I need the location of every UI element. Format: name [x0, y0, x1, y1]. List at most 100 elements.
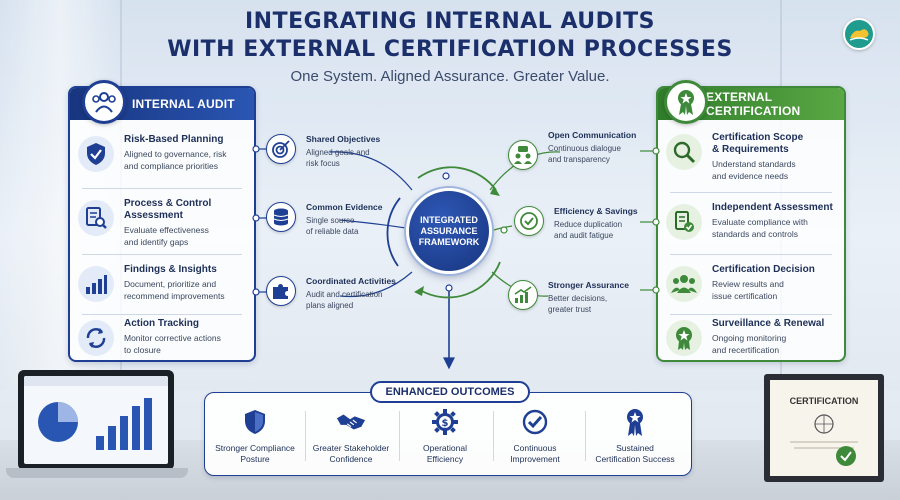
title-line-2: WITH EXTERNAL CERTIFICATION PROCESSES: [167, 37, 733, 62]
item-title: Certification Scope& Requirements: [712, 132, 804, 155]
magnifier-icon: [666, 134, 702, 170]
divider: [305, 411, 306, 461]
internal-audit-item: Risk-Based Planning Aligned to governanc…: [78, 130, 246, 186]
target-icon: [266, 134, 296, 164]
divider: [585, 411, 586, 461]
page-title: INTEGRATING INTERNAL AUDITS WITH EXTERNA…: [150, 8, 750, 64]
node-title: Coordinated Activities: [306, 276, 396, 286]
puzzle-icon: [266, 276, 296, 306]
item-title: Action Tracking: [124, 318, 200, 329]
external-certification-item: Certification Decision Review results an…: [666, 260, 836, 316]
coordinated-activities-node: Coordinated Activities Audit and certifi…: [266, 276, 396, 311]
item-title: Risk-Based Planning: [124, 134, 224, 145]
team-icon: [666, 266, 702, 302]
check-circle-icon: [520, 407, 550, 437]
certificate-seal-icon: [790, 414, 858, 466]
external-certification-item: Independent Assessment Evaluate complian…: [666, 198, 836, 254]
external-certification-item: Surveillance & Renewal Ongoing monitorin…: [666, 314, 836, 370]
svg-text:$: $: [442, 418, 449, 429]
item-title: Certification Decision: [712, 264, 815, 275]
external-certification-item: Certification Scope& Requirements Unders…: [666, 128, 836, 184]
hub-line-1: INTEGRATED: [420, 214, 478, 225]
enhanced-outcomes-heading: ENHANCED OUTCOMES: [370, 381, 530, 403]
node-title: Common Evidence: [306, 202, 383, 212]
certificate-frame: CERTIFICATION: [764, 374, 884, 482]
shield-icon: [240, 407, 270, 437]
check-circle-icon: [514, 206, 544, 236]
item-title: Independent Assessment: [712, 202, 833, 213]
award-icon: [666, 320, 702, 356]
award-ribbon-icon: [664, 80, 708, 124]
document-check-icon: [666, 204, 702, 240]
handshake-icon: [336, 407, 366, 437]
divider: [493, 411, 494, 461]
node-description: Better decisions,greater trust: [548, 294, 608, 314]
node-title: Open Communication: [548, 130, 637, 140]
integrated-assurance-hub: INTEGRATED ASSURANCE FRAMEWORK: [406, 188, 492, 274]
node-title: Efficiency & Savings: [554, 206, 638, 216]
divider: [670, 254, 832, 255]
divider: [670, 192, 832, 193]
item-title: Findings & Insights: [124, 264, 217, 275]
internal-audit-item: Action Tracking Monitor corrective actio…: [78, 314, 246, 370]
medal-icon: [620, 407, 650, 437]
divider: [82, 188, 242, 189]
divider: [670, 314, 832, 315]
refresh-icon: [78, 320, 114, 356]
item-title: Process & Control Assessment: [124, 198, 212, 221]
node-title: Shared Objectives: [306, 134, 381, 144]
internal-audit-item: Findings & Insights Document, prioritize…: [78, 260, 246, 316]
laptop-illustration: [18, 370, 174, 470]
bar-chart-icon: [78, 266, 114, 302]
divider: [82, 314, 242, 315]
shield-icon: [78, 136, 114, 172]
people-group-icon: [82, 80, 126, 124]
stronger-assurance-node: Stronger Assurance Better decisions,grea…: [508, 280, 629, 315]
database-icon: [266, 202, 296, 232]
hub-line-2: ASSURANCE: [420, 225, 478, 236]
title-line-1: INTEGRATING INTERNAL AUDITS: [245, 9, 655, 34]
internal-audit-item: Process & Control Assessment Evaluate ef…: [78, 194, 246, 250]
hub-line-3: FRAMEWORK: [418, 236, 480, 247]
growth-chart-icon: [508, 280, 538, 310]
page-subtitle: One System. Aligned Assurance. Greater V…: [290, 68, 610, 85]
item-title: Surveillance & Renewal: [712, 318, 825, 329]
node-title: Stronger Assurance: [548, 280, 629, 290]
gear-dollar-icon: $: [430, 407, 460, 437]
internal-audit-panel: INTERNAL AUDIT Risk-Based Planning Align…: [68, 80, 256, 362]
checklist-magnifier-icon: [78, 200, 114, 236]
chat-people-icon: [508, 140, 538, 170]
brand-logo-icon: [843, 18, 875, 50]
divider: [82, 254, 242, 255]
certificate-title: CERTIFICATION: [789, 396, 859, 406]
laptop-base: [6, 468, 188, 478]
divider: [399, 411, 400, 461]
